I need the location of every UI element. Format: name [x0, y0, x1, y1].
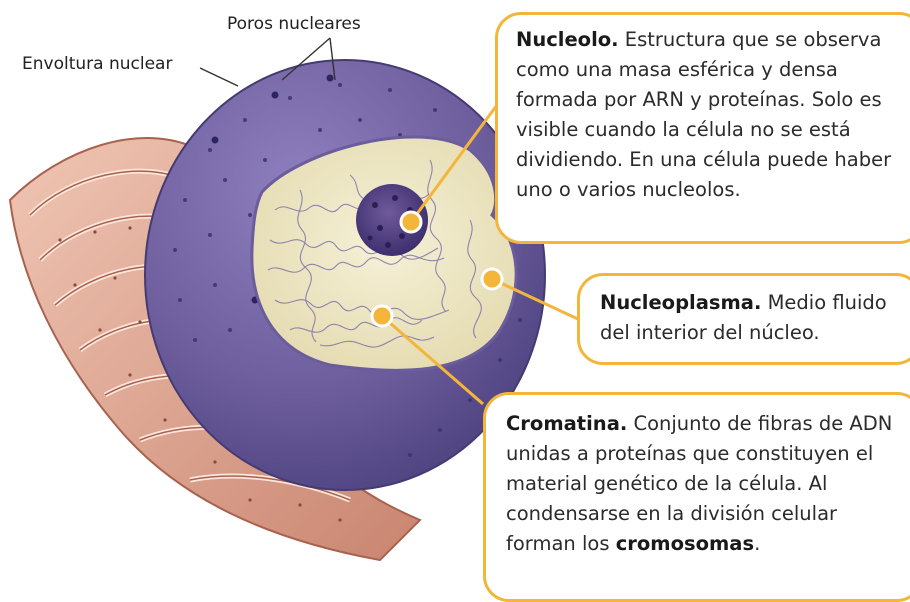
callout-nucleolo-text: Estructura que se observa como una masa … [516, 28, 892, 201]
callout-cromatina-text: Conjunto de fibras de ADN unidas a prote… [506, 412, 893, 555]
marker-nucleolo [399, 210, 423, 234]
callout-cromatina-end: . [754, 532, 761, 555]
callout-nucleoplasma-text: Medio fluido del interior del núcleo. [600, 291, 887, 344]
nucleus-illustration [8, 37, 581, 562]
callout-markers [370, 210, 504, 328]
callout-nucleolo-title: Nucleolo. [516, 28, 619, 51]
label-envoltura-nuclear: Envoltura nuclear [22, 54, 173, 74]
callout-nucleoplasma-title: Nucleoplasma. [600, 291, 762, 314]
label-poros-nucleares: Poros nucleares [227, 14, 361, 34]
callout-cromatina: Cromatina. Conjunto de fibras de ADN uni… [483, 392, 910, 602]
marker-nucleoplasma [480, 267, 504, 291]
nucleolus [356, 184, 428, 256]
callout-cromatina-title: Cromatina. [506, 412, 628, 435]
label-pointers [199, 37, 336, 87]
callout-nucleoplasma: Nucleoplasma. Medio fluido del interior … [577, 273, 910, 365]
callout-cromatina-bold-term: cromosomas [615, 532, 755, 555]
callout-nucleolo: Nucleolo. Estructura que se observa como… [495, 12, 910, 244]
callout-connectors [381, 104, 581, 406]
marker-cromatina [370, 304, 394, 328]
